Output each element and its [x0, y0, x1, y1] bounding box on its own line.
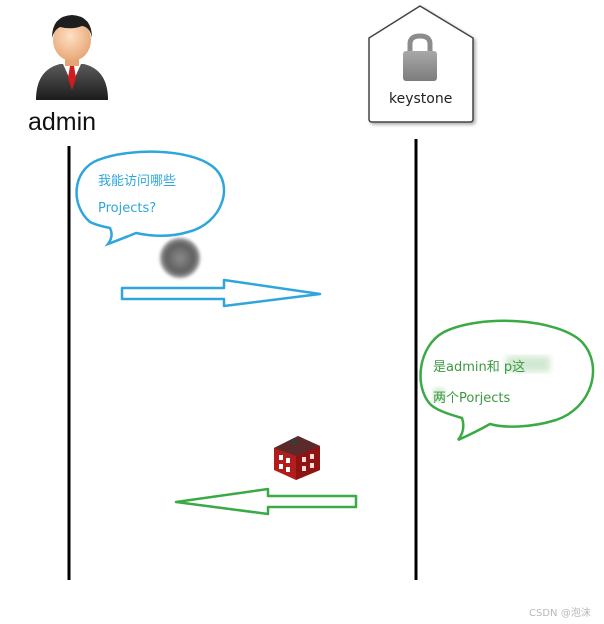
response-speech-bubble: [419, 319, 595, 442]
redacted-region: [506, 356, 550, 372]
request-arrow: [120, 278, 322, 308]
padlock-icon: [403, 33, 437, 81]
response-text-line-1: 是admin和 p这: [433, 360, 526, 375]
request-speech-bubble: [75, 150, 226, 247]
red-building-icon: [274, 436, 320, 480]
response-arrow: [174, 487, 358, 516]
response-text-line-2: 两个Porjects: [433, 391, 511, 406]
request-text-line-1: 我能访问哪些: [98, 174, 177, 189]
keystone-service-label: keystone: [389, 91, 453, 107]
businessman-avatar-icon: [36, 15, 108, 100]
admin-actor-label: admin: [28, 108, 97, 136]
csdn-watermark: CSDN @泡沫: [529, 608, 591, 619]
blurred-token-icon: [160, 238, 200, 278]
redacted-region: [433, 388, 445, 402]
request-text-line-2: Projects?: [98, 201, 157, 216]
